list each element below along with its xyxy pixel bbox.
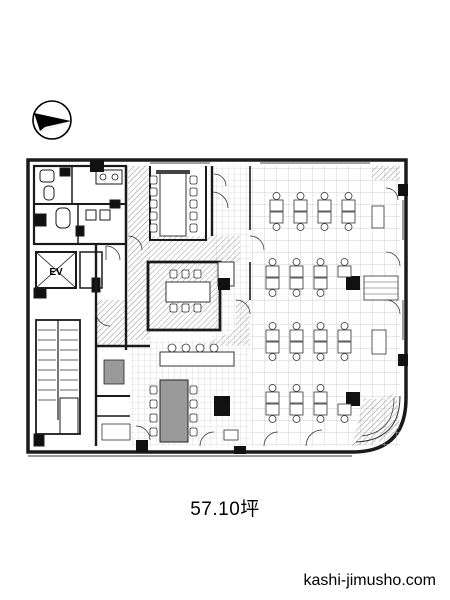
desk-block-2 xyxy=(265,258,399,301)
window-frames xyxy=(150,162,404,340)
curved-glazing xyxy=(355,395,401,443)
curved-glazing-inner xyxy=(361,397,395,437)
site-watermark: kashi-jimusho.com xyxy=(303,572,436,589)
elevator-label: EV xyxy=(49,267,63,278)
lounge-area xyxy=(101,343,239,443)
meeting-table-top xyxy=(149,170,198,237)
door-swings xyxy=(95,173,401,447)
structural-columns xyxy=(90,160,408,454)
desk-block-3 xyxy=(265,322,387,361)
north-arrow-icon xyxy=(32,100,72,140)
floor-area-label: 57.10坪 xyxy=(190,499,260,520)
interior-walls xyxy=(94,166,251,446)
desk-block-1 xyxy=(269,192,385,231)
stair-treads xyxy=(38,329,78,401)
